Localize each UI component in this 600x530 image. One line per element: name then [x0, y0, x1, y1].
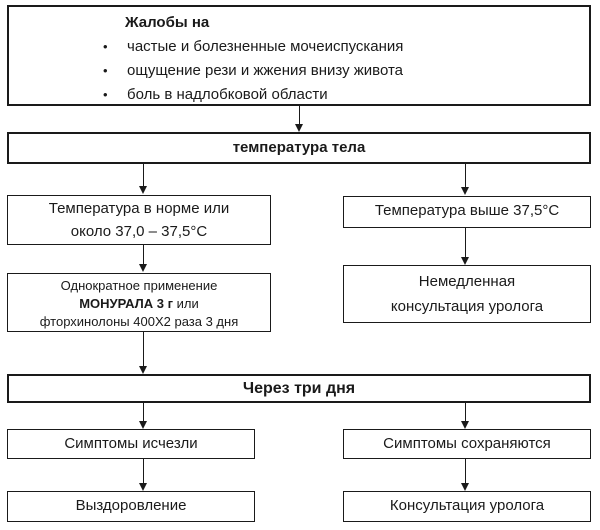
bullet-icon: •	[103, 39, 108, 54]
complaint-item: • ощущение рези и жжения внизу живота	[103, 59, 589, 83]
complaints-box: Жалобы на • частые и болезненные мочеисп…	[7, 5, 591, 106]
arrow-three-days-to-symptoms-persist-icon	[461, 403, 470, 429]
temp-high-box: Температура выше 37,5°C	[343, 196, 591, 228]
temp-high-label: Температура выше 37,5°C	[374, 202, 560, 219]
temp-normal-box: Температура в норме или около 37,0 – 37,…	[7, 195, 271, 245]
after-three-days-box: Через три дня	[7, 374, 591, 403]
recovery-box: Выздоровление	[7, 491, 255, 522]
treatment-line2-rest: или	[173, 296, 199, 311]
treatment-drug-name: МОНУРАЛА 3 г	[79, 296, 174, 311]
urologist-consult-box: Консультация уролога	[343, 491, 591, 522]
temp-normal-line1: Температура в норме или	[48, 200, 230, 217]
body-temperature-label: температура тела	[232, 139, 366, 156]
complaint-item-text: частые и болезненные мочеиспускания	[127, 38, 404, 55]
arrow-three-days-to-symptoms-gone-icon	[139, 403, 148, 429]
urgent-urologist-box: Немедленная консультация уролога	[343, 265, 591, 323]
symptoms-persist-box: Симптомы сохраняются	[343, 429, 591, 459]
complaint-item: • боль в надлобковой области	[103, 83, 589, 107]
arrow-complaints-to-temperature-icon	[295, 106, 304, 132]
complaint-item-text: ощущение рези и жжения внизу живота	[127, 62, 404, 79]
arrow-temperature-to-normal-icon	[139, 164, 148, 194]
treatment-line3: фторхинолоны 400Х2 раза 3 дня	[39, 314, 239, 329]
complaint-item-text: боль в надлобковой области	[127, 86, 328, 103]
body-temperature-box: температура тела	[7, 132, 591, 164]
arrow-high-to-urgent-consult-icon	[461, 228, 470, 265]
arrow-symptoms-gone-to-recovery-icon	[139, 458, 148, 491]
monural-treatment-box: Однократное применение МОНУРАЛА 3 г или …	[7, 273, 271, 332]
recovery-label: Выздоровление	[75, 497, 187, 514]
symptoms-persist-label: Симптомы сохраняются	[383, 435, 551, 452]
complaint-item: • частые и болезненные мочеиспускания	[103, 35, 589, 59]
urgent-line1: Немедленная	[418, 273, 516, 290]
after-three-days-label: Через три дня	[242, 380, 356, 397]
complaints-title: Жалобы на	[125, 14, 210, 31]
bullet-icon: •	[103, 63, 108, 78]
bullet-icon: •	[103, 87, 108, 102]
arrow-treatment-to-three-days-icon	[139, 332, 148, 374]
treatment-line1: Однократное применение	[60, 278, 218, 293]
treatment-line2: МОНУРАЛА 3 г или	[8, 295, 270, 313]
arrow-normal-to-treatment-icon	[139, 245, 148, 272]
arrow-temperature-to-high-icon	[461, 164, 470, 195]
symptoms-gone-label: Симптомы исчезли	[64, 435, 198, 452]
temp-normal-line2: около 37,0 – 37,5°C	[70, 223, 208, 240]
urgent-line2: консультация уролога	[390, 298, 544, 315]
urologist-consult-label: Консультация уролога	[389, 497, 545, 514]
symptoms-gone-box: Симптомы исчезли	[7, 429, 255, 459]
arrow-symptoms-persist-to-consult-icon	[461, 458, 470, 491]
